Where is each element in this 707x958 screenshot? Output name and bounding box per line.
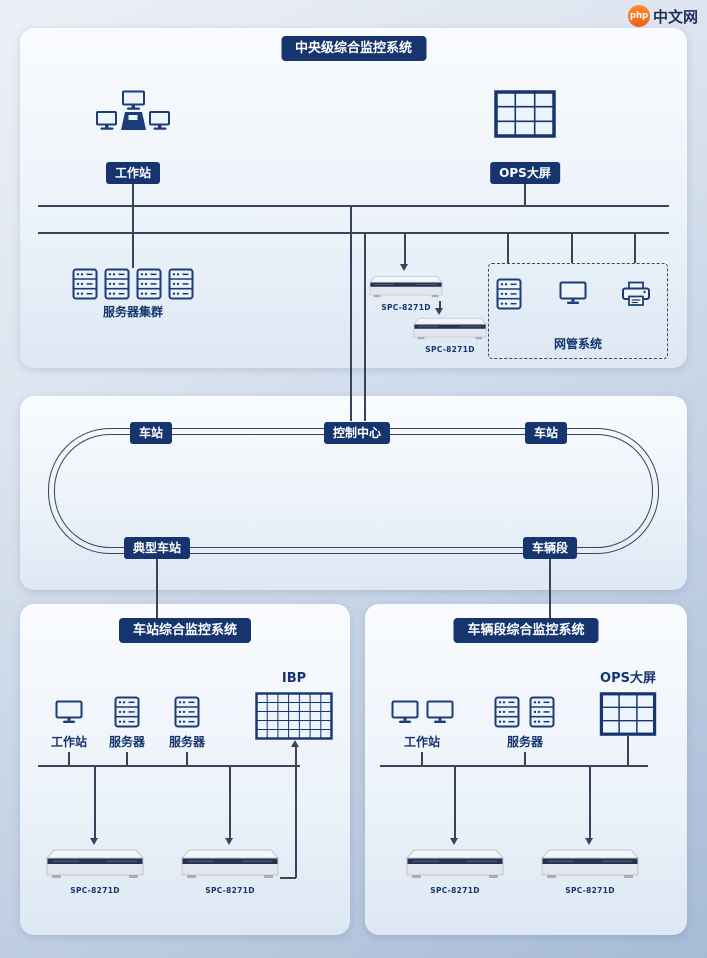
spc-device-image — [412, 316, 488, 343]
workstation-drop-line — [132, 182, 134, 268]
drop-line — [126, 752, 128, 765]
ring-network-panel: 车站 控制中心 车站 典型车站 车辆段 — [20, 396, 687, 590]
ops-screen-label: OPS大屏 — [490, 162, 560, 184]
monitor-icon — [55, 700, 83, 726]
spc-device-image — [540, 847, 640, 883]
control-center-link-line-1 — [350, 205, 352, 421]
printer-icon — [621, 281, 651, 307]
station-bus-line — [38, 765, 300, 767]
drop-line — [186, 752, 188, 765]
server-icon — [168, 268, 194, 300]
nms-drop-line — [571, 232, 573, 263]
workstation-label: 工作站 — [50, 735, 88, 749]
arrow-down-icon — [585, 838, 593, 845]
spc-label: SPC-8271D — [70, 886, 120, 895]
server-icon — [174, 696, 200, 728]
ring-node-depot: 车辆段 — [522, 537, 578, 559]
drop-line — [421, 752, 423, 765]
depot-link-line — [549, 558, 551, 618]
spc-label: SPC-8271D — [565, 886, 615, 895]
station-system-panel: 车站综合监控系统 IBP 工作站 服务器 服务器 SPC-8271D SPC-8… — [20, 604, 350, 935]
typical-station-link-line — [156, 558, 158, 618]
bus-line-1 — [38, 205, 669, 207]
spc-label: SPC-8271D — [205, 886, 255, 895]
nms-drop-line — [507, 232, 509, 263]
depot-bus-line — [380, 765, 648, 767]
bus-line-2 — [38, 232, 669, 234]
spc-drop-line — [454, 765, 456, 839]
server-icon — [496, 278, 522, 310]
spc-drop-line — [589, 765, 591, 839]
server-icon — [114, 696, 140, 728]
workstation-label: 工作站 — [105, 162, 161, 184]
server-icon — [136, 268, 162, 300]
arrow-down-icon — [90, 838, 98, 845]
server-label: 服务器 — [168, 735, 206, 749]
ring-node-control-center: 控制中心 — [323, 422, 391, 444]
arrow-down-icon — [400, 264, 408, 271]
spc-top-drop-line — [404, 232, 406, 266]
server-label: 服务器 — [108, 735, 146, 749]
server-icon — [104, 268, 130, 300]
spc-top-label: SPC-8271D — [381, 303, 431, 312]
nms-dashed-box: 网管系统 — [488, 263, 668, 359]
spc-device-image — [368, 274, 444, 301]
arrow-down-icon — [435, 308, 443, 315]
monitor-icon — [426, 700, 454, 726]
site-logo-text: 中文网 — [652, 7, 698, 26]
ibp-link-line — [295, 746, 297, 878]
spc-device-image — [45, 847, 145, 883]
site-logo: php 中文网 — [627, 5, 698, 27]
depot-system-title: 车辆段综合监控系统 — [453, 618, 599, 643]
spc-drop-line — [229, 765, 231, 839]
nms-label: 网管系统 — [553, 337, 603, 351]
spc-link-line — [439, 301, 441, 310]
ring-node-station-right: 车站 — [524, 422, 568, 444]
server-icon — [494, 696, 520, 728]
spc-device-image — [405, 847, 505, 883]
ring-inner-line — [54, 434, 653, 548]
spc-device-image — [180, 847, 280, 883]
ring-node-station-left: 车站 — [129, 422, 173, 444]
control-center-link-line-2 — [364, 232, 366, 421]
ops-drop-line — [627, 736, 629, 765]
spc-drop-line — [94, 765, 96, 839]
server-label: 服务器 — [506, 735, 544, 749]
central-system-panel: 中央级综合监控系统 工作站 OPS大屏 服务器集群 SPC-8271D SPC-… — [20, 28, 687, 368]
ibp-panel-icon — [255, 692, 333, 740]
ibp-label: IBP — [281, 671, 307, 686]
ops-screen-label: OPS大屏 — [600, 671, 656, 686]
station-system-title: 车站综合监控系统 — [118, 618, 252, 643]
server-icon — [529, 696, 555, 728]
monitor-icon — [391, 700, 419, 726]
workstation-cluster-icon — [95, 90, 171, 140]
monitor-icon — [559, 281, 587, 307]
ibp-link-line — [280, 877, 296, 879]
ops-drop-line — [524, 182, 526, 205]
drop-line — [524, 752, 526, 765]
spc-bottom-label: SPC-8271D — [425, 345, 475, 354]
arrow-down-icon — [450, 838, 458, 845]
arrow-down-icon — [225, 838, 233, 845]
php-logo-icon: php — [627, 5, 650, 27]
depot-system-panel: 车辆段综合监控系统 工作站 服务器 OPS大屏 SPC-8271D SPC-82… — [365, 604, 687, 935]
central-system-title: 中央级综合监控系统 — [280, 36, 427, 61]
ring-node-typical-station: 典型车站 — [123, 537, 191, 559]
ops-screen-icon — [494, 90, 556, 138]
server-cluster-label: 服务器集群 — [102, 305, 164, 319]
server-icon — [72, 268, 98, 300]
workstation-label: 工作站 — [403, 735, 441, 749]
nms-drop-line — [634, 232, 636, 263]
ops-screen-icon — [598, 692, 658, 736]
drop-line — [68, 752, 70, 765]
spc-label: SPC-8271D — [430, 886, 480, 895]
arrow-up-icon — [291, 740, 299, 747]
